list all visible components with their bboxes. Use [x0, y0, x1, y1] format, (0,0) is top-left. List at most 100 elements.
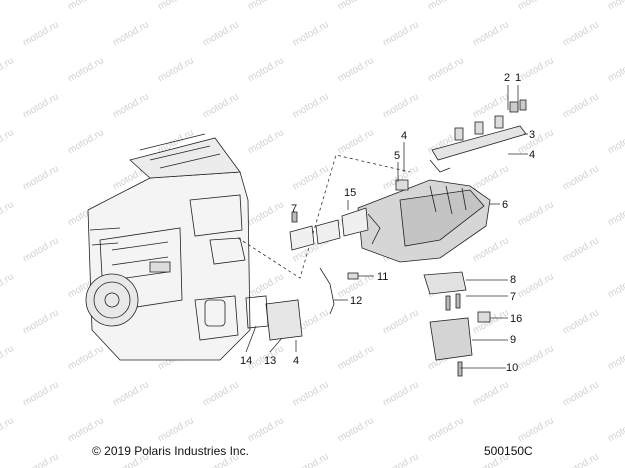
callout-leaders: [245, 85, 528, 369]
watermark-text: motod.ru: [606, 343, 625, 372]
watermark-text: motod.ru: [66, 415, 106, 444]
callout-7b: 7: [291, 203, 297, 215]
watermark-text: motod.ru: [381, 451, 421, 468]
watermark-text: motod.ru: [336, 55, 376, 84]
callout-16: 16: [510, 313, 522, 325]
watermark-text: motod.ru: [291, 19, 331, 48]
watermark-text: motod.ru: [291, 91, 331, 120]
watermark-text: motod.ru: [606, 199, 625, 228]
watermark-text: motod.ru: [21, 307, 61, 336]
callout-labels: 1 2 3 4 4 5 6 7 7 8 9 10 11 12 13 14 15 …: [240, 72, 535, 374]
watermark-text: motod.ru: [0, 199, 16, 228]
callout-4a: 4: [529, 149, 535, 161]
engine-assembly: [85, 133, 251, 361]
watermark-text: motod.ru: [471, 163, 511, 192]
watermark-text: motod.ru: [336, 127, 376, 156]
watermark-text: motod.ru: [471, 379, 511, 408]
watermark-text: motod.ru: [0, 55, 16, 84]
watermark-text: motod.ru: [606, 0, 625, 13]
watermark-text: motod.ru: [381, 19, 421, 48]
watermark-text: motod.ru: [336, 415, 376, 444]
watermark-text: motod.ru: [606, 55, 625, 84]
watermark-text: motod.ru: [471, 235, 511, 264]
callout-10: 10: [506, 362, 518, 374]
watermark-text: motod.ru: [336, 343, 376, 372]
dashed-leader: [237, 154, 411, 279]
watermark-text: motod.ru: [0, 343, 16, 372]
watermark-text: motod.ru: [561, 163, 601, 192]
watermark-text: motod.ru: [111, 91, 151, 120]
watermark-text: motod.ru: [561, 451, 601, 468]
watermark-text: motod.ru: [156, 0, 196, 13]
callout-12: 12: [350, 295, 362, 307]
callout-11: 11: [377, 271, 388, 283]
watermark-text: motod.ru: [381, 307, 421, 336]
watermark-text: motod.ru: [381, 379, 421, 408]
watermark-text: motod.ru: [66, 0, 106, 13]
watermark-text: motod.ru: [606, 127, 625, 156]
watermark-text: motod.ru: [516, 55, 556, 84]
callout-13: 13: [264, 355, 276, 367]
callout-4c: 4: [293, 355, 299, 367]
watermark-text: motod.ru: [111, 379, 151, 408]
callout-3: 3: [529, 129, 535, 141]
callout-4b: 4: [401, 130, 407, 142]
diagram-part-number: 500150C: [484, 444, 533, 458]
callout-8: 8: [510, 274, 516, 286]
watermark-text: motod.ru: [561, 379, 601, 408]
watermark-text: motod.ru: [561, 19, 601, 48]
watermark-text: motod.ru: [426, 0, 466, 13]
watermark-text: motod.ru: [291, 451, 331, 468]
watermark-text: motod.ru: [66, 343, 106, 372]
watermark-text: motod.ru: [291, 163, 331, 192]
watermark-text: motod.ru: [516, 271, 556, 300]
callout-7a: 7: [510, 291, 516, 303]
watermark-text: motod.ru: [246, 0, 286, 13]
watermark-text: motod.ru: [426, 415, 466, 444]
watermark-text: motod.ru: [471, 91, 511, 120]
watermark-text: motod.ru: [156, 415, 196, 444]
watermark-text: motod.ru: [21, 451, 61, 468]
watermark-text: motod.ru: [381, 91, 421, 120]
callout-1: 1: [515, 72, 521, 84]
watermark-text: motod.ru: [561, 307, 601, 336]
copyright-notice: © 2019 Polaris Industries Inc.: [92, 444, 249, 458]
watermark-text: motod.ru: [201, 379, 241, 408]
watermark-text: motod.ru: [561, 235, 601, 264]
watermark-text: motod.ru: [471, 307, 511, 336]
callout-9: 9: [510, 334, 516, 346]
lower-components: [245, 179, 491, 377]
watermark-text: motod.ru: [606, 415, 625, 444]
watermark-text: motod.ru: [66, 127, 106, 156]
exhaust-manifold: [357, 179, 491, 263]
watermark-text: motod.ru: [336, 0, 376, 13]
watermark-text: motod.ru: [0, 271, 16, 300]
watermark-text: motod.ru: [201, 19, 241, 48]
watermark-text: motod.ru: [0, 415, 16, 444]
watermark-text: motod.ru: [21, 163, 61, 192]
callout-14: 14: [240, 355, 252, 367]
watermark-text: motod.ru: [246, 55, 286, 84]
watermark-text: motod.ru: [516, 343, 556, 372]
watermark-text: motod.ru: [156, 55, 196, 84]
watermark-text: motod.ru: [111, 19, 151, 48]
watermark-text: motod.ru: [246, 415, 286, 444]
watermark-text: motod.ru: [0, 0, 16, 13]
watermark-text: motod.ru: [291, 379, 331, 408]
watermark-text: motod.ru: [21, 235, 61, 264]
watermark-text: motod.ru: [606, 271, 625, 300]
watermark-text: motod.ru: [0, 127, 16, 156]
watermark-text: motod.ru: [246, 199, 286, 228]
manifold-gaskets: [289, 207, 369, 251]
watermark-text: motod.ru: [66, 55, 106, 84]
watermark-text: motod.ru: [516, 199, 556, 228]
callout-2: 2: [504, 72, 510, 84]
watermark-text: motod.ru: [246, 127, 286, 156]
watermark-text: motod.ru: [21, 91, 61, 120]
watermark-text: motod.ru: [516, 415, 556, 444]
watermark-text: motod.ru: [516, 0, 556, 13]
watermark-text: motod.ru: [426, 55, 466, 84]
watermark-text: motod.ru: [471, 19, 511, 48]
watermark-text: motod.ru: [201, 91, 241, 120]
